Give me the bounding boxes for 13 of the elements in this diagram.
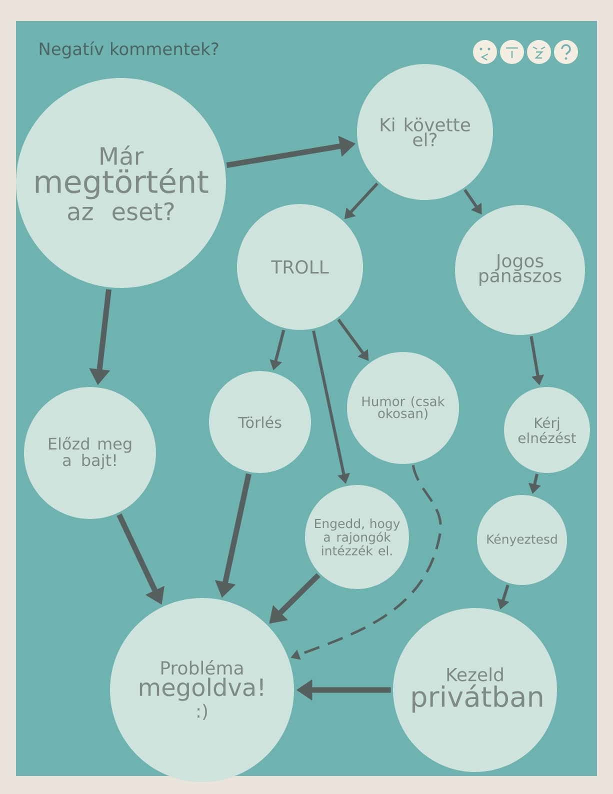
- circle-node: TROLL: [237, 204, 363, 330]
- circle-node: Humor (csak okosan): [347, 352, 459, 464]
- circle-node: Kezeld privátban: [393, 608, 557, 772]
- circle-node: Már megtörtént az eset?: [16, 78, 226, 288]
- circle-node: Jogos panaszos: [455, 205, 585, 335]
- circle-node: Ki követte el?: [357, 64, 493, 200]
- circle-node: Kényeztesd: [477, 495, 567, 585]
- circle-node: Engedd, hogy a rajongók intézzék el.: [305, 485, 409, 589]
- circle-node: Előzd meg a bajt!: [24, 387, 156, 519]
- circle-node: Törlés: [209, 371, 311, 473]
- circle-node: Probléma megoldva! :): [110, 598, 294, 782]
- title: Negatív kommentek?: [40, 41, 218, 59]
- circle-node: Kérj elnézést: [504, 387, 590, 473]
